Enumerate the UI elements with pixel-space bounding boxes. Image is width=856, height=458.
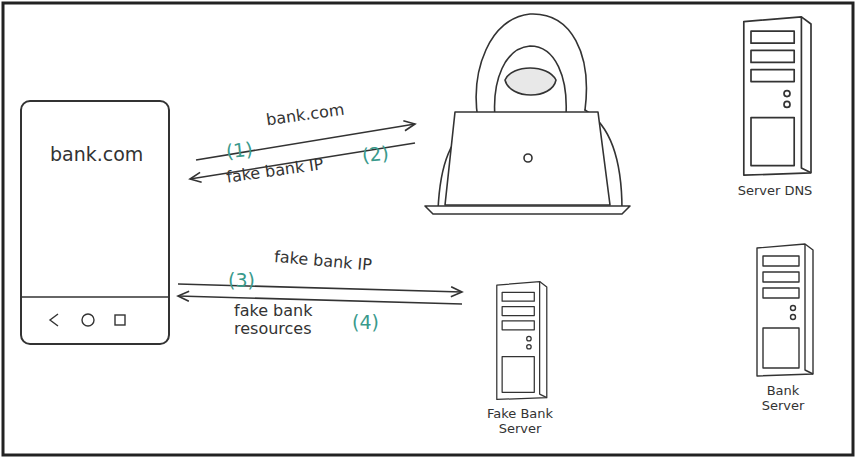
- phone-controls: [22, 297, 168, 326]
- server-slot: [763, 288, 799, 298]
- server-icon: [738, 240, 828, 380]
- server-slot: [502, 292, 534, 301]
- arrow-label: fake bank IP: [273, 248, 414, 279]
- server-outline: [744, 17, 811, 175]
- server-slot: [502, 307, 534, 316]
- server-body: [497, 282, 547, 400]
- server-led: [527, 345, 531, 349]
- home-icon: [82, 314, 94, 326]
- server-label: Bank Server: [755, 384, 811, 414]
- server-slot: [763, 272, 799, 282]
- server-outline: [757, 244, 813, 376]
- frame: [3, 3, 853, 455]
- callout-number: (2): [361, 143, 390, 168]
- server-node: Server DNS: [725, 12, 825, 217]
- server-icon: [470, 278, 570, 403]
- server-label: Server DNS: [730, 184, 820, 199]
- server-led: [791, 315, 796, 320]
- arrow-label: bank.com: [265, 101, 345, 130]
- callout-number: (1): [225, 139, 254, 164]
- server-icon: [725, 12, 825, 180]
- callout-number: (4): [352, 312, 379, 334]
- screen-url: bank.com: [50, 144, 143, 166]
- server-slot: [502, 321, 534, 330]
- server-panel: [751, 118, 794, 166]
- arrow-label: fake bank resources: [234, 302, 334, 339]
- server-slot: [751, 70, 794, 82]
- server-led: [784, 91, 790, 97]
- server-label: Fake Bank Server: [480, 407, 560, 437]
- server-slot: [751, 31, 794, 43]
- server-side: [801, 17, 811, 173]
- server-side: [805, 244, 813, 374]
- screen-edge: [22, 296, 168, 297]
- server-led: [791, 306, 796, 311]
- recent-icon: [115, 315, 125, 325]
- server-side: [540, 282, 547, 398]
- callout-number: (3): [228, 270, 255, 292]
- flow-arrow: [178, 296, 462, 304]
- back-icon: [50, 314, 58, 326]
- flow-arrow: [178, 284, 462, 292]
- server-slot: [763, 256, 799, 266]
- phone-node: bank.com: [20, 100, 170, 345]
- server-node: Bank Server: [738, 240, 828, 432]
- server-outline: [497, 282, 547, 400]
- server-panel: [763, 328, 799, 368]
- server-body: [744, 17, 811, 175]
- server-panel: [502, 357, 534, 393]
- hacker-figure: [425, 14, 630, 214]
- server-led: [784, 101, 790, 107]
- server-led: [527, 336, 531, 340]
- server-slot: [751, 50, 794, 62]
- server-node: Fake Bank Server: [470, 278, 570, 448]
- phone-details: [22, 102, 168, 343]
- server-body: [757, 244, 813, 376]
